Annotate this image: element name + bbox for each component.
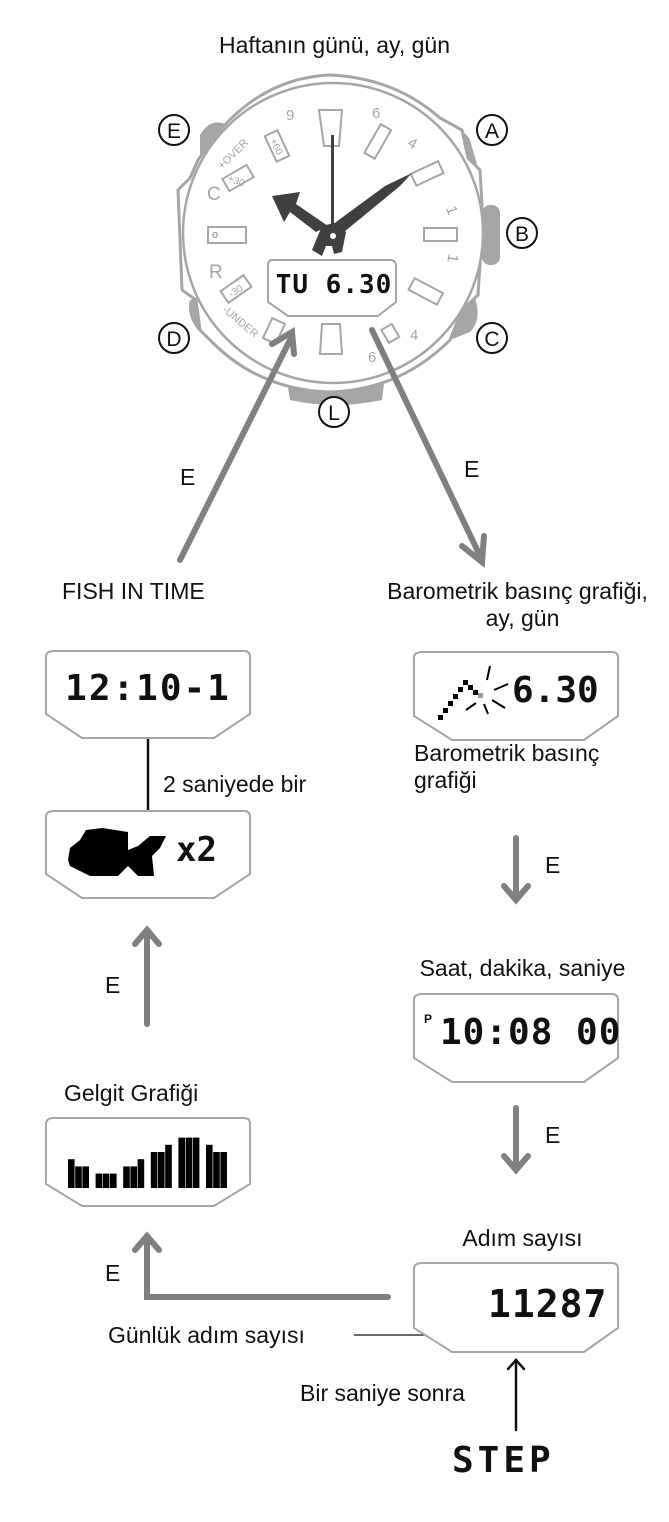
svg-text:C: C — [207, 184, 221, 205]
fish-icon — [68, 828, 166, 876]
svg-text:E: E — [167, 120, 181, 143]
tide-title: Gelgit Grafiği — [64, 1080, 199, 1106]
blink-indicator-icon — [465, 665, 509, 715]
arrow-label-to-baro: E — [464, 456, 480, 482]
time-display: 10:08 00 — [440, 1012, 622, 1053]
barometric-callout-line1: Barometrik basınç — [414, 740, 600, 766]
after-one-second-note: Bir saniye sonra — [300, 1380, 465, 1406]
arrow-label-step-to-tide: E — [105, 1260, 121, 1286]
svg-text:9: 9 — [286, 107, 294, 124]
arrow-label-time-to-step: E — [545, 1122, 561, 1148]
svg-text:C: C — [484, 328, 499, 351]
arrow-label-tide-to-fish: E — [105, 972, 121, 998]
dial-indices — [207, 109, 458, 355]
barometric-title-line1: Barometrik basınç grafiği, — [387, 578, 648, 604]
svg-text:4: 4 — [410, 327, 418, 344]
pm-indicator: P — [424, 1012, 433, 1026]
barometric-date-display: 6.30 — [512, 670, 599, 711]
svg-text:6: 6 — [372, 105, 380, 122]
barometric-graph-icon — [438, 680, 483, 720]
step-label-display: STEP — [452, 1440, 555, 1481]
time-title: Saat, dakika, saniye — [419, 955, 626, 981]
watch-illustration: 9 6 4 1 1 4 6 C R o +OVER -UNDER +60 +30… — [158, 73, 538, 428]
watch-hands — [272, 135, 412, 256]
alternate-note: 2 saniyede bir — [163, 771, 307, 797]
svg-text:o: o — [212, 229, 218, 241]
watch-lcd-text: TU 6.30 — [275, 270, 393, 300]
button-labels — [158, 114, 538, 428]
svg-text:A: A — [485, 120, 499, 143]
steps-title: Adım sayısı — [462, 1225, 583, 1251]
svg-text:D: D — [166, 328, 181, 351]
svg-text:L: L — [328, 402, 340, 425]
fish-time-display: 12:10-1 — [65, 668, 231, 709]
steps-display: 11287 — [488, 1282, 608, 1326]
arrow-label-to-fish: E — [180, 464, 196, 490]
fish-in-time-title: FISH IN TIME — [62, 578, 205, 604]
tide-graph — [68, 1137, 238, 1188]
svg-text:6: 6 — [368, 349, 376, 366]
svg-text:R: R — [209, 262, 223, 283]
barometric-title-line2: ay, gün — [485, 605, 560, 631]
daily-steps-callout: Günlük adım sayısı — [108, 1322, 305, 1348]
svg-text:B: B — [515, 223, 529, 246]
svg-text:1: 1 — [443, 253, 461, 264]
barometric-callout-line2: grafiği — [414, 767, 477, 793]
arrow-label-baro-to-time: E — [545, 852, 561, 878]
diagram-title: Haftanın günü, ay, gün — [218, 32, 451, 58]
fish-count-display: x2 — [176, 830, 217, 870]
